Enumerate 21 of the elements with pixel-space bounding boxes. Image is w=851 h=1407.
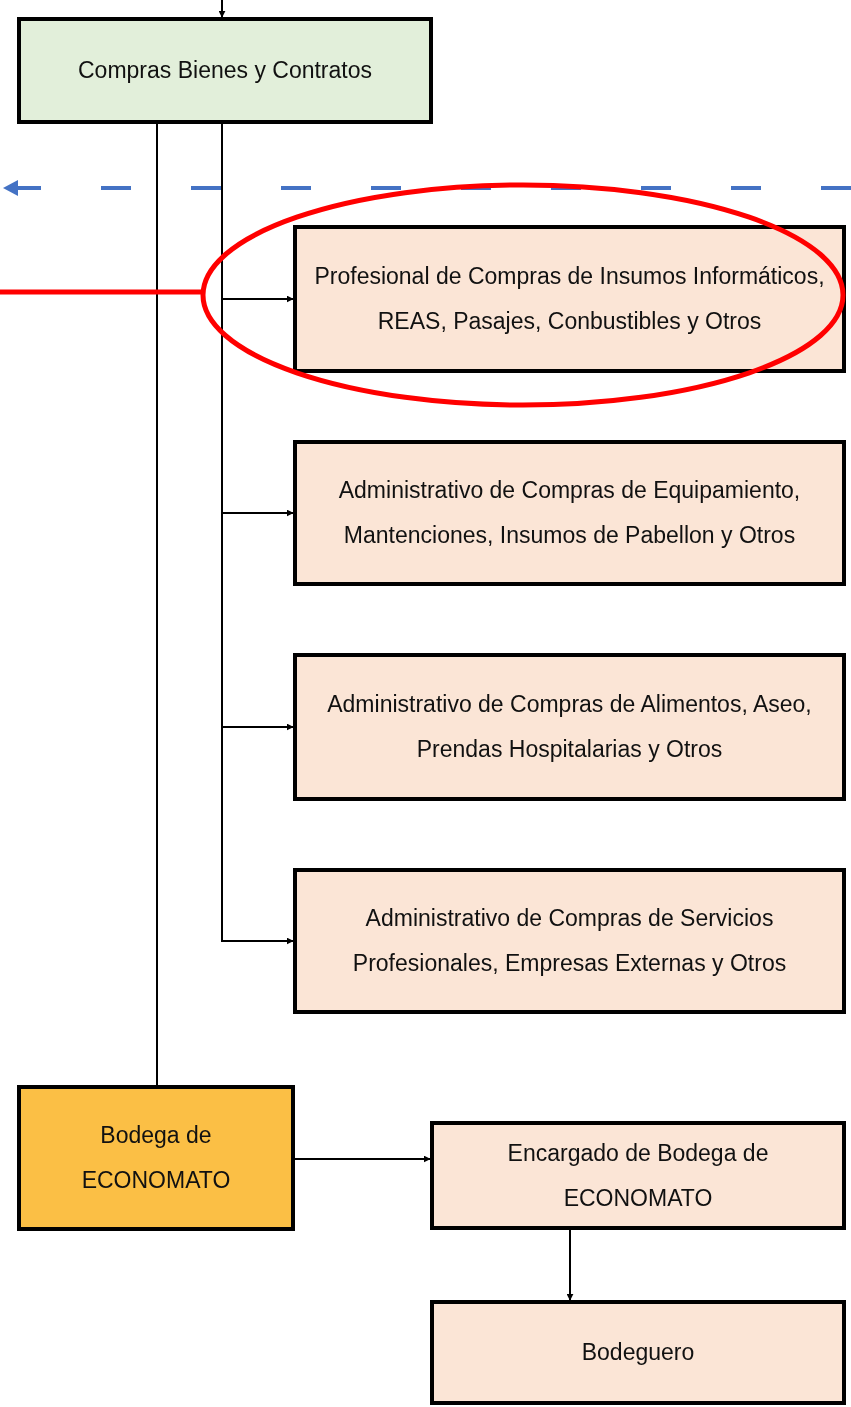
box-label: Administrativo de Compras de Servicios Profesionales, Empresas Externas y Otros	[351, 904, 788, 978]
arrow	[566, 1229, 574, 1301]
org-box	[17, 1085, 295, 1231]
box-label: Compras Bienes y Contratos	[77, 56, 373, 86]
org-box	[293, 868, 846, 1014]
org-box	[293, 653, 846, 801]
box-label: Administrativo de Compras de Equipamiento, Mantenciones, Insumos de Pabellon y Otros	[337, 476, 802, 550]
org-box	[17, 17, 433, 124]
box-label: Administrativo de Compras de Alimentos, Aseo, Prendas Hospitalarias y Otros	[326, 690, 813, 764]
org-box	[430, 1300, 846, 1405]
org-box	[430, 1121, 846, 1230]
box-label: Encargado de Bodega de ECONOMATO	[506, 1138, 770, 1213]
box-label: Bodega de ECONOMATO	[80, 1121, 232, 1195]
org-box	[293, 225, 846, 373]
arrow	[218, 0, 226, 18]
org-box	[293, 440, 846, 586]
box-label: Bodeguero	[580, 1338, 696, 1368]
connector-line	[156, 123, 158, 1086]
arrow	[294, 1155, 431, 1163]
connector-line	[0, 289, 202, 295]
box-label: Profesional de Compras de Insumos Informáticos, REAS, Pasajes, Conbustibles y Otros	[313, 262, 826, 336]
